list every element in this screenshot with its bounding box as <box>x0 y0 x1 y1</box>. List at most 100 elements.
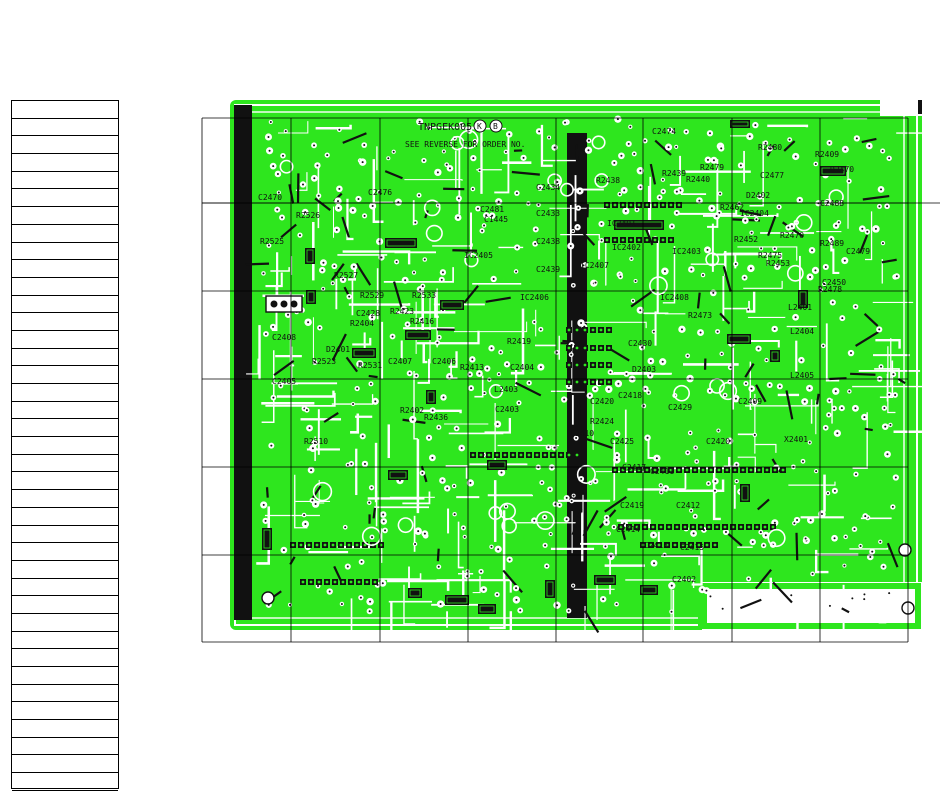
component-label-l2404: L2404 <box>790 327 814 336</box>
component-label-ic2405: IC2405 <box>464 251 493 260</box>
component-label-r2470: R2470 <box>780 231 804 240</box>
component-label-c2434: C2434 <box>536 183 560 192</box>
component-label-r2409: R2409 <box>815 150 839 159</box>
component-label-c2411: C2411 <box>650 467 674 476</box>
component-label-r2438: R2438 <box>596 176 620 185</box>
board-note: SEE REVERSE FOR ORDER NO. <box>405 140 525 149</box>
reference-table-row <box>12 543 118 561</box>
reference-table-row <box>12 649 118 667</box>
component-label-c2415: C2415 <box>680 543 704 552</box>
reference-table-row <box>12 667 118 685</box>
component-label-c2418: C2418 <box>618 391 642 400</box>
component-label-r2419: R2419 <box>507 337 531 346</box>
component-label-r2436: R2436 <box>424 413 448 422</box>
component-label-ic2401: IC2401 <box>607 219 636 228</box>
component-label-l2405: L2405 <box>790 371 814 380</box>
ground-bus-left <box>234 105 252 620</box>
reference-table-row <box>12 349 118 367</box>
reference-table-row <box>12 366 118 384</box>
reference-table-row <box>12 189 118 208</box>
component-label-c1445: C1445 <box>484 215 508 224</box>
reference-table <box>11 100 119 791</box>
component-label-c2420: C2420 <box>706 437 730 446</box>
component-label-c2479: C2479 <box>846 247 870 256</box>
component-label-r2424: R2424 <box>590 417 614 426</box>
component-label-ic2402: IC2402 <box>612 243 641 252</box>
component-label-c2410: C2410 <box>570 429 594 438</box>
component-label-r2480: R2480 <box>758 143 782 152</box>
component-label-r2489: R2489 <box>820 239 844 248</box>
reference-table-row <box>12 384 118 402</box>
board-part-number: TNPGEK005 <box>418 122 472 133</box>
component-label-r2404: R2404 <box>350 319 374 328</box>
component-label-r2525: R2525 <box>260 237 284 246</box>
component-label-c2405: C2405 <box>272 377 296 386</box>
component-label-r2527: R2527 <box>334 271 358 280</box>
component-label-c2409: C2409 <box>738 397 762 406</box>
component-label-r2531: R2531 <box>358 361 382 370</box>
component-label-c2403: C2403 <box>495 405 519 414</box>
reference-table-row <box>12 331 118 349</box>
component-label-c2417: C2417 <box>622 463 646 472</box>
rev-marker-k <box>473 119 487 133</box>
component-label-d2401: D2401 <box>326 345 350 354</box>
component-label-c2474: C2474 <box>652 127 676 136</box>
component-label-r2526: R2526 <box>296 211 320 220</box>
reference-table-row <box>12 490 118 508</box>
component-label-c2450: C2450 <box>822 278 846 287</box>
reference-table-row <box>12 101 118 119</box>
component-label-r2523: R2523 <box>312 357 336 366</box>
component-label-c2439: C2439 <box>536 265 560 274</box>
reference-table-row <box>12 561 118 579</box>
reference-table-row <box>12 579 118 597</box>
reference-table-row <box>12 296 118 314</box>
component-label-c2402: C2402 <box>672 575 696 584</box>
reference-table-row <box>12 632 118 650</box>
reference-table-row <box>12 136 118 155</box>
reference-table-row <box>12 437 118 455</box>
component-label-r2416: R2416 <box>410 317 434 326</box>
component-label-c2413: C2413 <box>644 541 668 550</box>
reference-table-row <box>12 738 118 756</box>
reference-table-row <box>12 720 118 738</box>
reference-table-row <box>12 207 118 225</box>
reference-table-row <box>12 225 118 243</box>
component-label-r2402: R2402 <box>400 406 424 415</box>
component-label-c2481: C2481 <box>480 205 504 214</box>
component-label-x2401: X2401 <box>784 435 808 444</box>
reference-table-row <box>12 685 118 703</box>
reference-table-row <box>12 455 118 473</box>
grid-overlay <box>201 117 940 643</box>
reference-table-row <box>12 755 118 774</box>
reference-table-row <box>12 402 118 420</box>
component-label-ic2406: IC2406 <box>520 293 549 302</box>
component-label-c2408: C2408 <box>272 333 296 342</box>
component-label-c2406: C2406 <box>432 357 456 366</box>
component-label-r2452: R2452 <box>734 235 758 244</box>
component-label-c2470: C2470 <box>258 193 282 202</box>
component-label-c2430: C2430 <box>628 339 652 348</box>
component-label-d2402: D2402 <box>746 191 770 200</box>
component-label-r2475: R2475 <box>758 251 782 260</box>
reference-table-row <box>12 119 118 137</box>
component-label-r2440: R2440 <box>686 175 710 184</box>
reference-table-row <box>12 260 118 278</box>
reference-table-row <box>12 419 118 438</box>
component-label-ic2407: IC2407 <box>580 261 609 270</box>
component-label-l2401: L2401 <box>788 303 812 312</box>
component-label-r2479: R2479 <box>700 163 724 172</box>
component-label-c2404: C2404 <box>510 363 534 372</box>
reference-table-row <box>12 702 118 721</box>
component-label-ic2403: IC2403 <box>672 247 701 256</box>
reference-table-row <box>12 526 118 544</box>
component-label-r2529: R2529 <box>360 291 384 300</box>
rev-marker-b <box>489 119 503 133</box>
rev-marker-b-label: B <box>493 122 498 131</box>
component-label-c2419: C2419 <box>620 501 644 510</box>
reference-table-row <box>12 313 118 331</box>
component-label-c2433: C2433 <box>536 209 560 218</box>
component-label-r2423: R2423 <box>390 307 414 316</box>
component-label-l2403: L2403 <box>494 385 518 394</box>
component-label-d2403: D2403 <box>632 365 656 374</box>
reference-table-row <box>12 472 118 491</box>
